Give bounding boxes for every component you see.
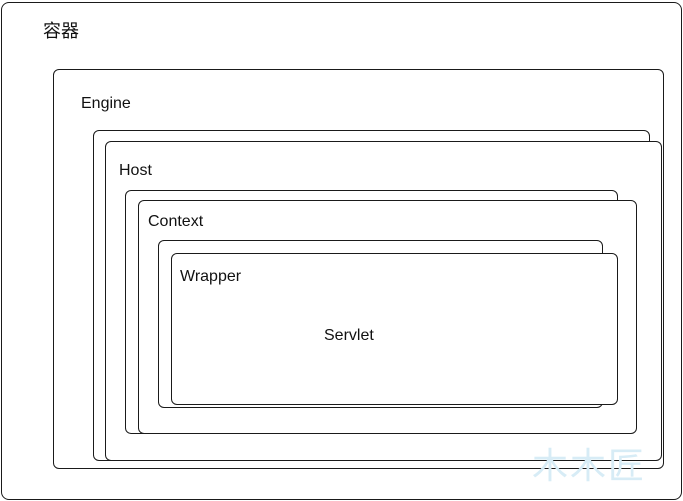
wrapper-label: Wrapper (180, 268, 242, 285)
servlet-label: Servlet (324, 327, 374, 344)
engine-label: Engine (81, 95, 131, 112)
wrapper-box (171, 253, 618, 405)
context-label: Context (148, 213, 204, 230)
container-title: 容器 (43, 21, 79, 42)
host-label: Host (119, 162, 152, 179)
watermark-text: 木木匠 (532, 446, 647, 487)
